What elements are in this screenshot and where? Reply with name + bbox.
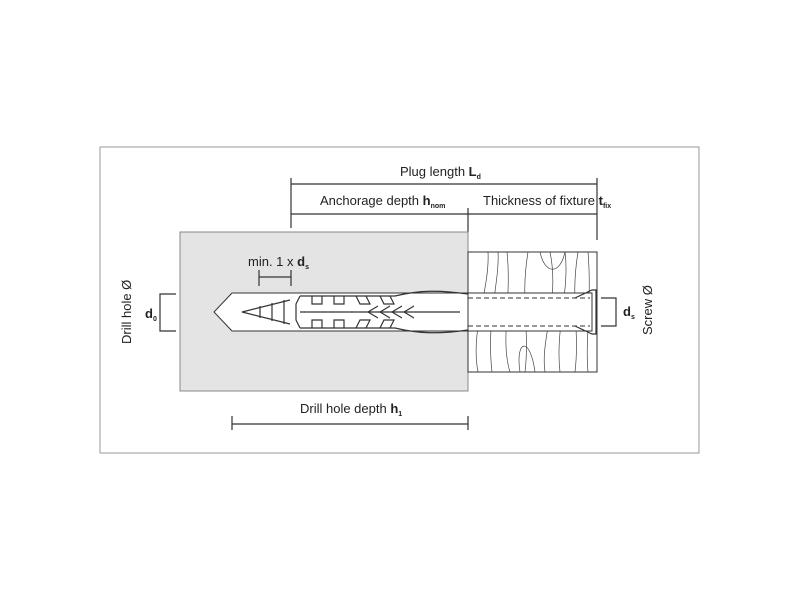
plug xyxy=(241,290,469,334)
anchorage-depth-label: Anchorage depth hnom xyxy=(320,193,445,210)
drill-hole-diameter-dimension: d0 Drill hole Ø xyxy=(119,280,176,344)
plug-length-label: Plug length Ld xyxy=(400,164,481,181)
drill-hole-diameter-symbol: d0 xyxy=(145,306,157,323)
fixture-thickness-label: Thickness of fixture tfix xyxy=(483,193,611,210)
drill-hole-depth-dimension: Drill hole depth h1 xyxy=(231,401,469,430)
anchorage-depth-dimension: Anchorage depth hnom Thickness of fixtur… xyxy=(291,193,611,232)
min-spacing-dimension: min. 1 x ds xyxy=(248,254,309,286)
screw-diameter-dimension: ds Screw Ø xyxy=(601,285,655,335)
drill-hole-diameter-label: Drill hole Ø xyxy=(119,280,134,344)
min-spacing-label: min. 1 x ds xyxy=(248,254,309,271)
screw-diameter-label: Screw Ø xyxy=(640,285,655,335)
plug-length-dimension: Plug length Ld xyxy=(290,164,598,240)
drill-hole-depth-label: Drill hole depth h1 xyxy=(300,401,402,418)
screw-diameter-symbol: ds xyxy=(623,304,635,321)
screw xyxy=(467,289,597,335)
